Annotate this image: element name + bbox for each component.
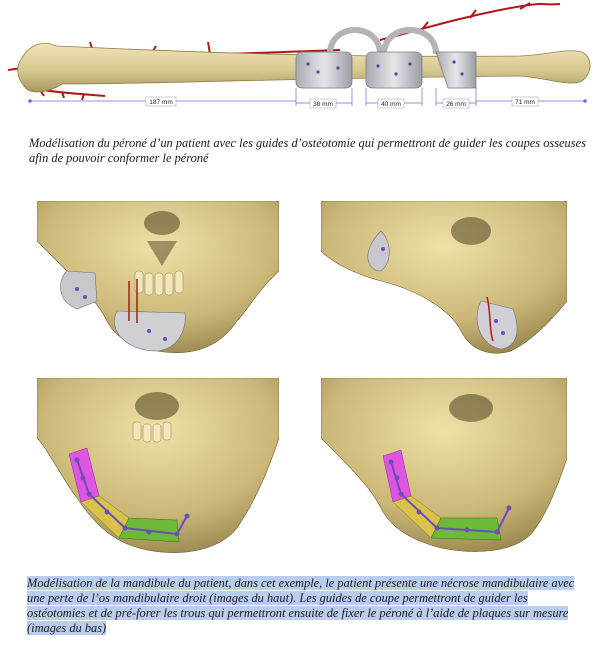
- fibula-caption: Modélisation du péroné d’un patient avec…: [29, 136, 586, 165]
- guide-holes: [306, 60, 464, 76]
- measurement-seg3: 40 mm: [381, 101, 401, 108]
- osteotomy-guide-bridges: [327, 27, 439, 55]
- measurement-labels: 187 mm 38 mm 40 mm 26 mm 71 mm: [145, 96, 539, 109]
- mandible-caption: Modélisation de la mandibule du patient,…: [27, 576, 581, 636]
- mandible-plates-front-view: [37, 378, 279, 558]
- osteotomy-guides: [295, 51, 477, 89]
- oblique-upper-guide: [367, 230, 390, 272]
- upper-cutting-guide: [60, 270, 98, 310]
- measurement-seg5: 71 mm: [515, 99, 535, 106]
- mandible-guides-front-view: [37, 201, 279, 359]
- fibula-model-figure: 187 mm 38 mm 40 mm 26 mm 71 mm: [7, 2, 591, 109]
- measurement-seg2: 38 mm: [313, 101, 333, 108]
- measurement-seg1: 187 mm: [149, 99, 172, 106]
- mandible-guides-oblique-view: [321, 201, 567, 359]
- mandible-caption-text: Modélisation de la mandibule du patient,…: [27, 576, 575, 635]
- measurement-lines: [28, 88, 587, 106]
- measurement-seg4: 26 mm: [446, 101, 466, 108]
- oblique-lower-guide: [476, 300, 518, 350]
- mandible-plates-oblique-view: [321, 378, 567, 558]
